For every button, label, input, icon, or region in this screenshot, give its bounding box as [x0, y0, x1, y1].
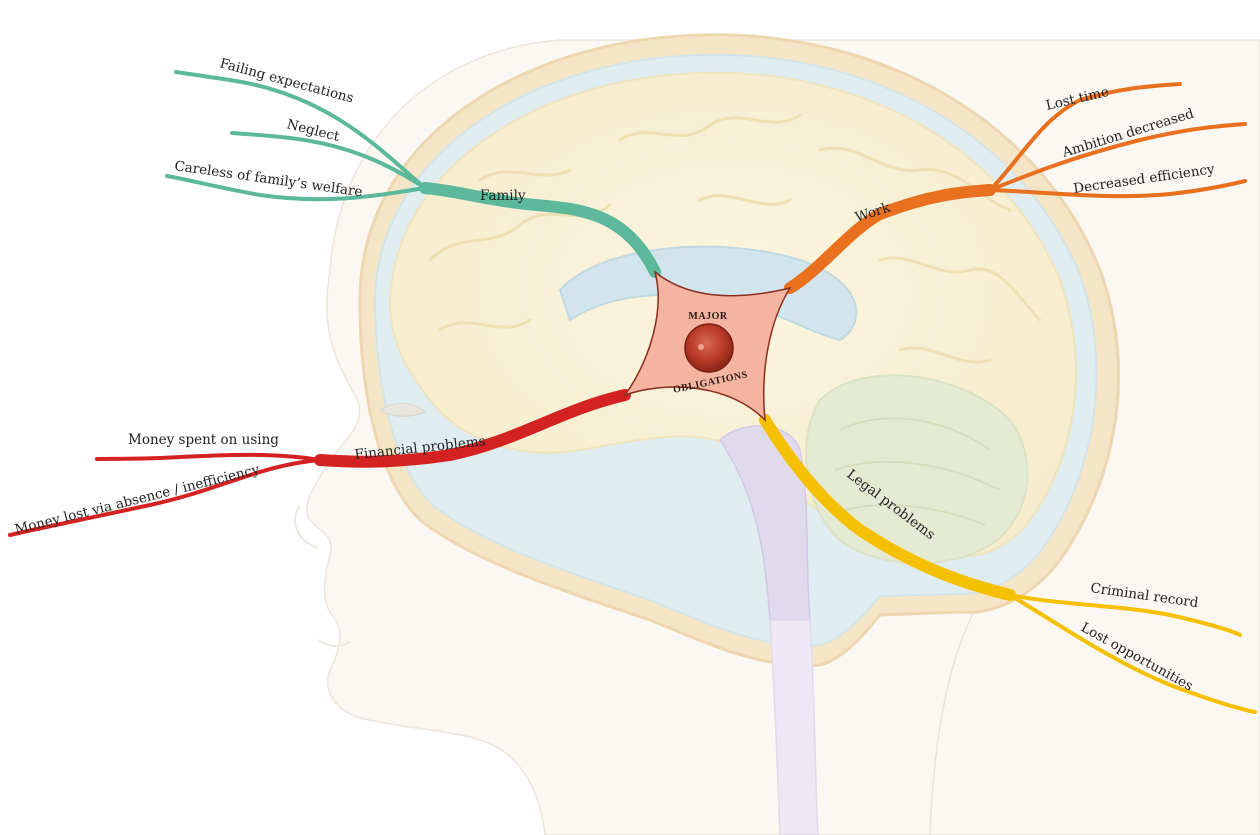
financial-sub-label-1: Money spent on using — [128, 432, 279, 448]
hub-core-dot — [698, 344, 704, 350]
hub-title-line-1: MAJOR — [688, 311, 727, 322]
financial-sub-stem-1 — [97, 455, 320, 460]
family-label: Family — [480, 188, 526, 204]
hub-core — [685, 324, 733, 372]
financial-sub-label-2: Money lost via absence / inefficiency — [13, 461, 261, 537]
family-sub-label-3: Careless of family’s welfare — [173, 158, 363, 200]
